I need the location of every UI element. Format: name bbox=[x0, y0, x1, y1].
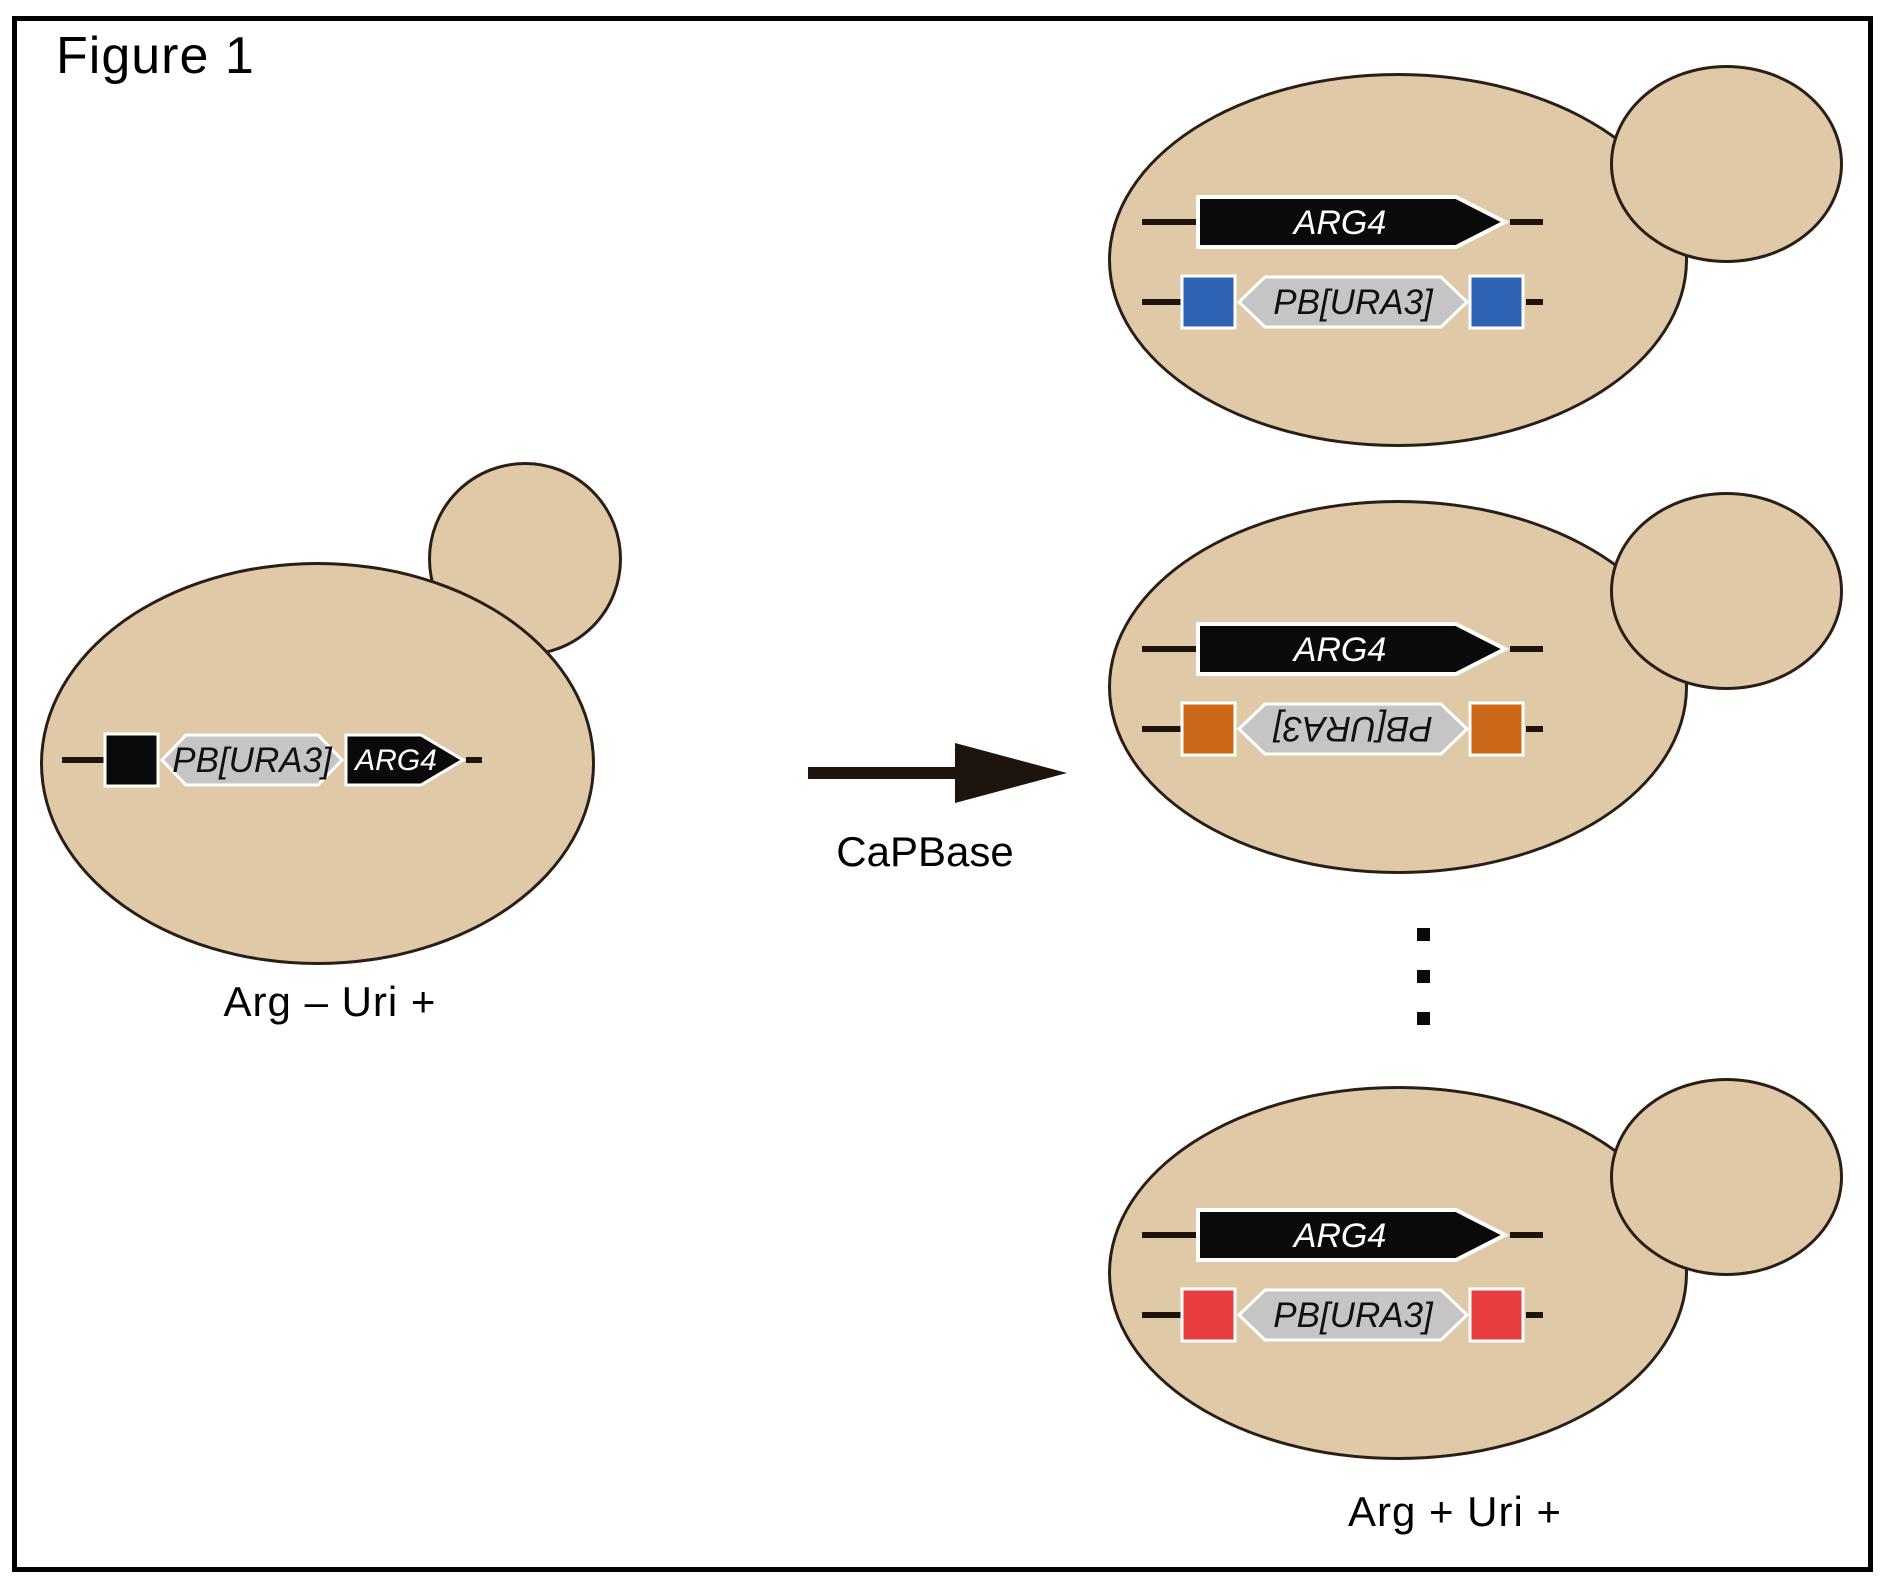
ellipsis-dots bbox=[1417, 928, 1431, 1054]
transposon-hexagon bbox=[159, 733, 345, 787]
arg4-gene-arrow bbox=[1196, 1208, 1510, 1262]
donor-construct: PB[URA3] ARG4 bbox=[62, 732, 482, 788]
mother-cell-ellipse bbox=[1108, 73, 1688, 447]
arg4-gene-arrow bbox=[1196, 195, 1510, 249]
progeny-cell-2: ARG4 PB[URA3] bbox=[1105, 489, 1850, 881]
transposon-label-reversed: PB[URA3] bbox=[1272, 709, 1433, 748]
ellipsis-dot bbox=[1417, 970, 1430, 983]
insertion-construct-1: ARG4 PB[URA3] bbox=[1142, 195, 1543, 330]
figure-border bbox=[12, 16, 1873, 1572]
progeny-cell-3: ARG4 PB[URA3] bbox=[1105, 1075, 1850, 1467]
transposon-label: PB[URA3] bbox=[172, 741, 333, 780]
ellipsis-dot bbox=[1417, 928, 1430, 941]
transposon-hexagon bbox=[1236, 702, 1470, 756]
parent-yeast-cell: PB[URA3] ARG4 bbox=[40, 462, 640, 972]
bud-circle bbox=[1610, 65, 1843, 263]
ellipsis-dot bbox=[1417, 1012, 1430, 1025]
donor-site-box bbox=[103, 732, 160, 788]
transposon-hexagon bbox=[1236, 275, 1470, 329]
figure-title: Figure 1 bbox=[56, 27, 255, 85]
transposon-label: PB[URA3] bbox=[1273, 283, 1434, 322]
arg4-gene-arrow bbox=[1196, 622, 1510, 676]
arg4-gene-arrow bbox=[344, 733, 466, 787]
capbase-label: CaPBase bbox=[836, 828, 1014, 875]
arrow-head bbox=[955, 743, 1067, 803]
arg4-gene-label: ARG4 bbox=[1292, 1217, 1387, 1255]
insertion-site-box bbox=[1180, 274, 1237, 330]
arrow-shaft bbox=[808, 767, 960, 779]
mother-cell-ellipse bbox=[1108, 500, 1688, 874]
left-phenotype-label: Arg – Uri + bbox=[223, 978, 437, 1025]
bud-circle bbox=[1610, 492, 1843, 690]
insertion-site-box bbox=[1180, 1287, 1237, 1343]
arg4-gene-label: ARG4 bbox=[353, 744, 437, 777]
progeny-cell-1: ARG4 PB[URA3] bbox=[1105, 62, 1850, 454]
capbase-process-arrow bbox=[808, 743, 1067, 803]
mother-cell-ellipse bbox=[1108, 1086, 1688, 1460]
insertion-site-box bbox=[1180, 701, 1237, 757]
arg4-gene-label: ARG4 bbox=[1292, 631, 1387, 669]
transposon-label: PB[URA3] bbox=[1273, 1296, 1434, 1335]
bud-circle bbox=[1610, 1078, 1843, 1276]
right-phenotype-label: Arg + Uri + bbox=[1347, 1488, 1563, 1535]
transposon-hexagon bbox=[1236, 1288, 1470, 1342]
insertion-site-box bbox=[1468, 1287, 1525, 1343]
arg4-gene-label: ARG4 bbox=[1292, 204, 1387, 242]
insertion-site-box bbox=[1468, 701, 1525, 757]
insertion-construct-3: ARG4 PB[URA3] bbox=[1142, 1208, 1543, 1343]
insertion-site-box bbox=[1468, 274, 1525, 330]
insertion-construct-2: ARG4 PB[URA3] bbox=[1142, 622, 1543, 757]
